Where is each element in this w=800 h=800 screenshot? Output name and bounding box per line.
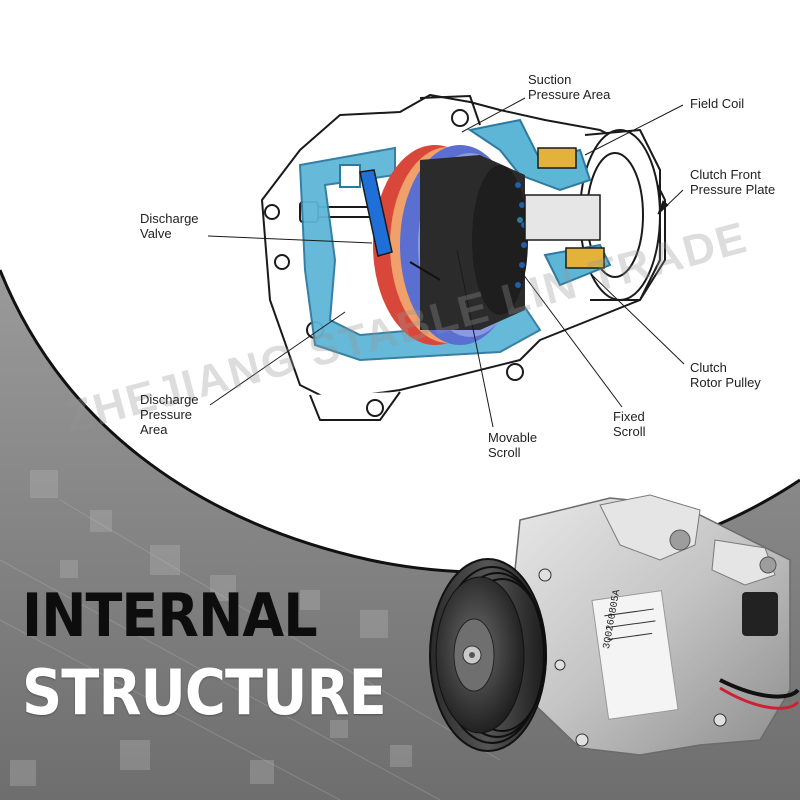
scroll-assembly (373, 145, 528, 345)
label-field-coil: Field Coil (690, 96, 745, 111)
label-fixed-scroll: Fixed Scroll (613, 409, 646, 439)
label-clutch-front-pressure-plate: Clutch Front Pressure Plate (690, 167, 776, 197)
heading-line-1: INTERNAL (22, 581, 318, 651)
label-clutch-rotor-pulley: Clutch Rotor Pulley (690, 360, 761, 390)
label-discharge-pressure-area: Discharge Pressure Area (140, 392, 199, 437)
leader-lines (207, 97, 685, 428)
label-suction-pressure-area: Suction Pressure Area (528, 72, 611, 102)
shaft-and-coil (359, 147, 605, 281)
heading-line-2: STRUCTURE (22, 656, 387, 729)
compressor-product-image (429, 494, 800, 756)
label-movable-scroll: Movable Scroll (488, 430, 538, 460)
label-discharge-valve: Discharge Valve (140, 211, 199, 241)
